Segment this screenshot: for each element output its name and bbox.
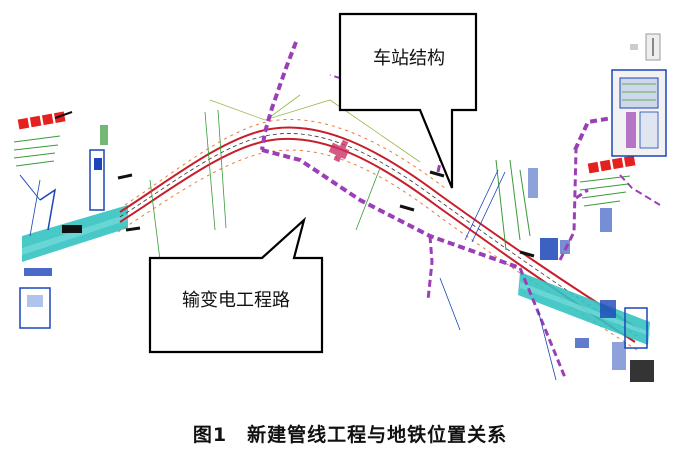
metro-track-alignment [117, 94, 641, 353]
left-station-label: ■■■■ [16, 109, 67, 132]
annotation-lines [29, 109, 557, 381]
callout-power-line-text: 输变电工程路 [182, 290, 290, 311]
callout-station-structure-text: 车站结构 [373, 48, 445, 69]
site-plan-inset [611, 69, 667, 157]
figure-caption: 图1 新建管线工程与地铁位置关系 [193, 423, 507, 446]
new-pipeline-routes [260, 41, 661, 381]
north-arrow-icon [630, 33, 661, 61]
callout-power-line: 输变电工程路 [148, 216, 324, 354]
callout-station-structure: 车站结构 [338, 12, 478, 189]
left-station-area: ■■■■ [13, 109, 128, 329]
